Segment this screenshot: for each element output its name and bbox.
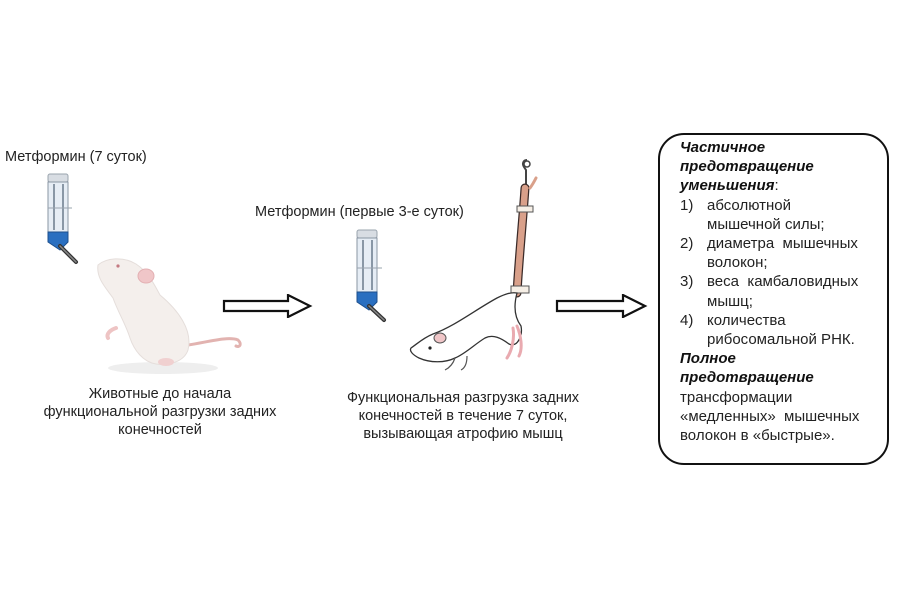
full-prevention-text: «медленных» мышечных [680,407,860,425]
item-line: мышц; [707,292,753,310]
full-prevention-heading: предотвращение [680,369,814,387]
effects-list-item: 3) веса камбаловидных мышц; [680,272,876,310]
full-prevention-text: трансформации [680,388,793,406]
arrow-right-icon [555,294,648,318]
full-prevention-text: волокон в «быстрые». [680,427,835,445]
drug-label-first-3-days: Метформин (первые 3-е суток) [255,204,464,220]
results-text: Частичное предотвращение уменьшения: 1) … [680,138,876,445]
partial-prevention-heading: Частичное [680,139,766,156]
caption-line: конечностей в течение 7 суток, [358,408,568,424]
heading-colon: : [774,177,779,195]
partial-prevention-heading: предотвращение [680,158,814,176]
rat-suspended-illustration [409,159,538,371]
item-number: 4) [680,311,694,329]
item-number: 1) [680,196,694,214]
item-line: волокон; [707,254,768,272]
effects-list-item: 2) диаметра мышечных волокон; [680,234,876,272]
caption-line: функциональной разгрузки задних [43,404,277,420]
item-line: веса камбаловидных [707,273,859,291]
item-number: 2) [680,235,694,253]
item-line: мышечной силы; [707,215,825,233]
effects-list-item: 1) абсолютной мышечной силы; [680,196,876,234]
water-bottle-icon [356,229,386,322]
caption-line: конечностей [118,422,202,438]
caption-line: Животные до начала [88,386,232,402]
effects-list-item: 4) количества рибосомальной РНК. [680,311,876,349]
caption-line: вызывающая атрофию мышц [363,426,563,442]
item-line: диаметра мышечных [707,235,858,253]
water-bottle-icon [47,173,78,264]
drug-label-7-days: Метформин (7 суток) [5,149,147,165]
caption-panel-2: Функциональная разгрузка задних конечнос… [335,389,591,443]
full-prevention-heading: Полное [680,350,736,368]
item-line: количества [707,311,786,329]
results-box [658,133,889,465]
rat-standing-illustration [97,258,242,374]
item-line: абсолютной [707,196,791,214]
caption-line: Функциональная разгрузка задних [346,390,580,406]
arrow-right-icon [222,294,313,318]
caption-panel-1: Животные до начала функциональной разгру… [40,385,280,439]
item-number: 3) [680,273,694,291]
effects-list: 1) абсолютной мышечной силы; 2) диаметра… [680,196,876,350]
partial-prevention-heading: уменьшения [680,177,775,195]
item-line: рибосомальной РНК. [707,331,855,349]
